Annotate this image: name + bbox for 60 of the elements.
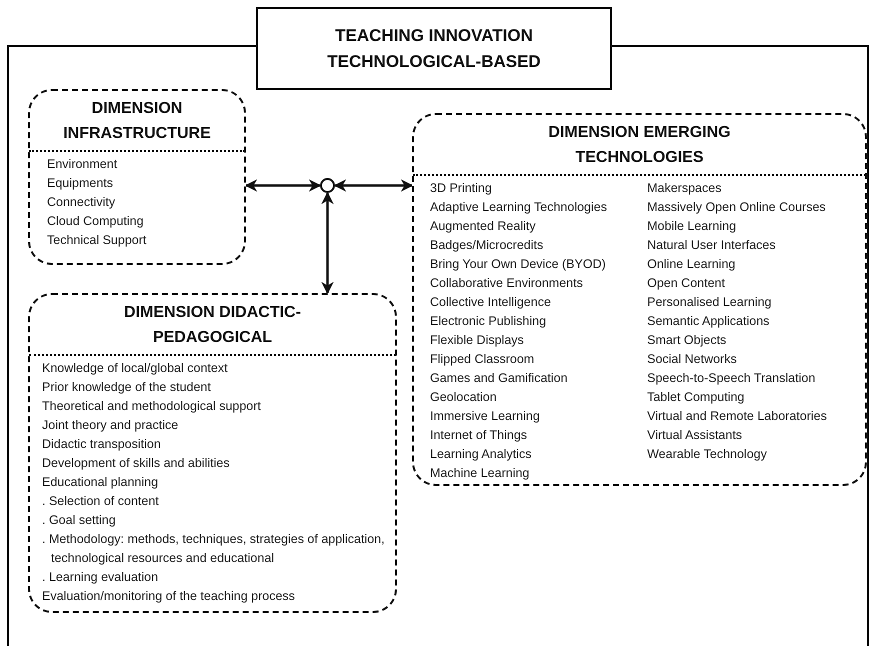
list-item: Online Learning xyxy=(647,256,736,273)
list-item: Massively Open Online Courses xyxy=(647,199,827,216)
list-item: Immersive Learning xyxy=(430,408,541,425)
double-arrow xyxy=(334,179,414,192)
list-item: Virtual and Remote Laboratories xyxy=(647,408,828,425)
list-item: Collective Intelligence xyxy=(430,294,552,311)
list-item: . Learning evaluation xyxy=(42,569,160,586)
list-item: Smart Objects xyxy=(647,332,728,349)
dimension-panel xyxy=(28,293,397,613)
double-arrow xyxy=(321,192,334,294)
list-item: Open Content xyxy=(647,275,726,292)
list-item: Bring Your Own Device (BYOD) xyxy=(430,256,607,273)
list-item: Flexible Displays xyxy=(430,332,525,349)
list-item: Mobile Learning xyxy=(647,218,738,235)
list-item: Collaborative Environments xyxy=(430,275,584,292)
list-item: Theoretical and methodological support xyxy=(42,398,262,415)
title-text: TEACHING INNOVATION TECHNOLOGICAL-BASED xyxy=(326,24,542,72)
list-item: 3D Printing xyxy=(430,180,493,197)
list-item: Learning Analytics xyxy=(430,446,532,463)
junction-circle xyxy=(320,178,335,193)
panel-heading: DIMENSION INFRASTRUCTURE xyxy=(62,99,212,144)
double-arrow xyxy=(244,179,322,192)
list-item: Prior knowledge of the student xyxy=(42,379,212,396)
list-item: Knowledge of local/global context xyxy=(42,360,229,377)
list-item: Cloud Computing xyxy=(47,213,145,230)
list-item: Wearable Technology xyxy=(647,446,768,463)
list-item: Didactic transposition xyxy=(42,436,162,453)
list-item: Environment xyxy=(47,156,118,173)
list-item: Games and Gamification xyxy=(430,370,569,387)
list-item: Semantic Applications xyxy=(647,313,770,330)
list-item: Evaluation/monitoring of the teaching process xyxy=(42,588,296,605)
list-item: Personalised Learning xyxy=(647,294,772,311)
list-item: . Methodology: methods, techniques, strategies of application, technological resources and educational xyxy=(42,531,385,567)
list-item: Equipments xyxy=(47,175,114,192)
list-item: Educational planning xyxy=(42,474,160,491)
dimension-panel xyxy=(412,113,867,486)
list-item: Flipped Classroom xyxy=(430,351,536,368)
list-item: Tablet Computing xyxy=(647,389,746,406)
list-item: . Selection of content xyxy=(42,493,160,510)
panel-heading: DIMENSION EMERGING TECHNOLOGIES xyxy=(547,123,732,168)
list-item: Virtual Assistants xyxy=(647,427,744,444)
list-item: Machine Learning xyxy=(430,465,530,482)
title-box xyxy=(256,7,612,90)
list-item: Makerspaces xyxy=(647,180,722,197)
list-item: Internet of Things xyxy=(430,427,528,444)
list-item: Geolocation xyxy=(430,389,498,406)
list-item: Badges/Microcredits xyxy=(430,237,544,254)
dimension-panel xyxy=(28,89,246,265)
list-item: Development of skills and abilities xyxy=(42,455,231,472)
list-item: Electronic Publishing xyxy=(430,313,548,330)
list-item: Social Networks xyxy=(647,351,738,368)
list-item: . Goal setting xyxy=(42,512,117,529)
list-item: Joint theory and practice xyxy=(42,417,180,434)
list-item: Connectivity xyxy=(47,194,116,211)
list-item: Augmented Reality xyxy=(430,218,537,235)
list-item: Natural User Interfaces xyxy=(647,237,777,254)
list-item: Speech-to-Speech Translation xyxy=(647,370,816,387)
list-item: Technical Support xyxy=(47,232,148,249)
list-item: Adaptive Learning Technologies xyxy=(430,199,608,216)
panel-heading: DIMENSION DIDACTIC-PEDAGOGICAL xyxy=(123,303,302,348)
